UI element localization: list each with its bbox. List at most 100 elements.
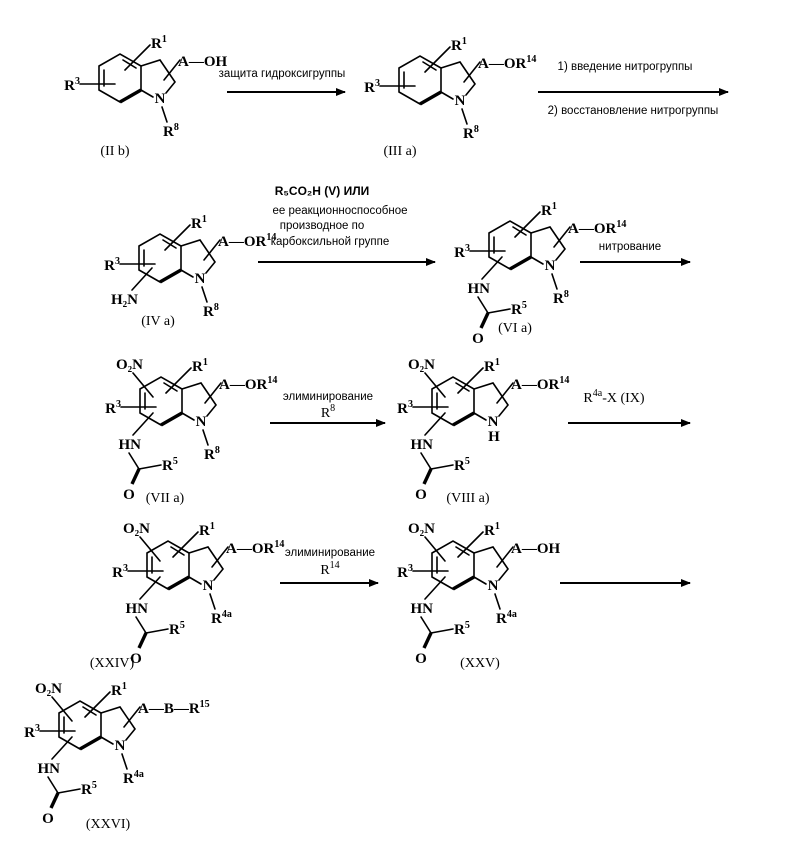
r3-label-superscript: 3 <box>35 723 40 734</box>
bond <box>425 577 445 599</box>
nitrogen-label: N <box>488 578 499 594</box>
pyrrolidine-ring <box>101 707 135 740</box>
bond <box>552 274 557 289</box>
r1-label-base: R <box>191 216 202 232</box>
r5-label-superscript: 5 <box>465 620 470 631</box>
bond <box>141 90 153 97</box>
reaction-condition-label: карбоксильной группе <box>271 236 390 248</box>
n-substituent-label: R4a <box>496 609 517 627</box>
chain-label: A—OR14 <box>478 54 536 72</box>
chain-label-superscript: 14 <box>559 375 569 386</box>
n-substituent-label: R8 <box>553 289 569 307</box>
bond <box>85 692 110 717</box>
chain-label-base: A—OR <box>218 234 267 250</box>
n-substituent-label-superscript: 8 <box>174 122 179 133</box>
r5-label-base: R <box>81 782 92 798</box>
reaction-arrow-4: нитрование <box>580 241 690 262</box>
r3-label: R3 <box>112 563 128 581</box>
amide-nh-label: HN <box>411 601 434 617</box>
r1-label-superscript: 1 <box>495 521 500 532</box>
molecule-xxv: R1A—OHR3NR4aO₂NHNR5O(XXV) <box>397 521 560 671</box>
r5-label-superscript: 5 <box>180 620 185 631</box>
r3-label-superscript: 3 <box>116 399 121 410</box>
reaction-condition-label-base: элиминирование <box>283 391 373 403</box>
reaction-condition-label-base: производное по <box>280 220 365 232</box>
bond <box>202 287 207 302</box>
nitro-label: O₂N <box>408 521 435 537</box>
pyrrolidine-ring <box>181 240 215 273</box>
bond <box>133 373 153 397</box>
bold-bond <box>160 270 181 282</box>
molecule-viiia: R1A—OR14R3NHO₂NHNR5O(VIII a) <box>397 357 569 506</box>
compound-caption: (IV a) <box>141 314 175 329</box>
chain-label-superscript: 15 <box>200 699 210 710</box>
carbonyl-oxygen-label: O <box>123 487 135 503</box>
pyrrolidine-ring <box>474 383 508 416</box>
reaction-condition-label-base: нитрование <box>599 241 661 253</box>
bond <box>146 629 168 633</box>
carbonyl-oxygen-label: O <box>472 331 484 347</box>
reaction-condition-label-superscript: 14 <box>330 560 340 571</box>
bond <box>425 537 445 561</box>
r3-label-base: R <box>364 80 375 96</box>
bond <box>162 107 167 122</box>
bond <box>140 577 160 599</box>
reaction-condition-label: R8 <box>321 403 335 421</box>
amide-nh-label: HN <box>126 601 149 617</box>
nitrogen-label: N <box>195 271 206 287</box>
compound-caption: (II b) <box>100 144 129 159</box>
pyrrolidine-ring <box>531 227 565 260</box>
r3-label-superscript: 3 <box>408 399 413 410</box>
bond <box>458 368 483 393</box>
chain-label: A—OR14 <box>218 232 276 250</box>
bond <box>531 257 543 264</box>
r1-label-base: R <box>192 359 203 375</box>
n-substituent-label-superscript: 4a <box>134 769 144 780</box>
reaction-condition-label: 1) введение нитрогруппы <box>558 61 693 73</box>
r5-label-base: R <box>511 302 522 318</box>
r1-label-base: R <box>484 359 495 375</box>
bond <box>210 594 215 609</box>
bold-bond <box>453 577 474 589</box>
bond <box>425 413 445 435</box>
molecule-xxiv: R1A—OR14R3NR4aO₂NHNR5O(XXIV) <box>90 521 285 671</box>
n-substituent-label: R8 <box>203 302 219 320</box>
bond <box>136 617 146 633</box>
bond <box>133 413 153 435</box>
r5-label-superscript: 5 <box>522 300 527 311</box>
chain-label: A—OR14 <box>511 375 569 393</box>
r1-label: R1 <box>151 34 167 52</box>
r1-label: R1 <box>541 201 557 219</box>
reaction-condition-label-base: элиминирование <box>285 547 375 559</box>
n-substituent-label: R4a <box>211 609 232 627</box>
r3-label-base: R <box>454 245 465 261</box>
bold-bond <box>80 737 101 749</box>
r5-label-base: R <box>454 622 465 638</box>
molecule-iva: R1A—OR14R3NR8H₂N(IV a) <box>104 214 276 329</box>
bond <box>48 777 58 793</box>
bond <box>165 225 190 250</box>
nitro-label: O₂N <box>408 357 435 373</box>
bond <box>462 109 467 124</box>
chain-label-base: A—OR <box>219 377 268 393</box>
bond <box>129 453 139 469</box>
chain-label-base: A—OH <box>511 541 561 557</box>
pyrrolidine-ring <box>182 383 216 416</box>
n-substituent-label: R8 <box>163 122 179 140</box>
bold-bond <box>510 257 531 269</box>
amide-nh-label: HN <box>119 437 142 453</box>
n-substituent-label-superscript: 4a <box>507 609 517 620</box>
reaction-condition-label-base: защита гидроксигруппы <box>219 68 346 80</box>
carbonyl-oxygen-label: O <box>415 651 427 667</box>
reaction-condition-label: R14 <box>320 560 339 578</box>
r5-label: R5 <box>169 620 185 638</box>
r3-label-superscript: 3 <box>115 256 120 267</box>
nh-hydrogen-label: H <box>488 429 500 445</box>
reaction-condition-label: нитрование <box>599 241 661 253</box>
reaction-condition-label: элиминирование <box>283 391 373 403</box>
carbonyl-oxygen-label: O <box>415 487 427 503</box>
bond <box>52 737 72 759</box>
molecule-iib: R1A—OHR3NR8(II b) <box>64 34 227 159</box>
bond <box>478 297 488 313</box>
